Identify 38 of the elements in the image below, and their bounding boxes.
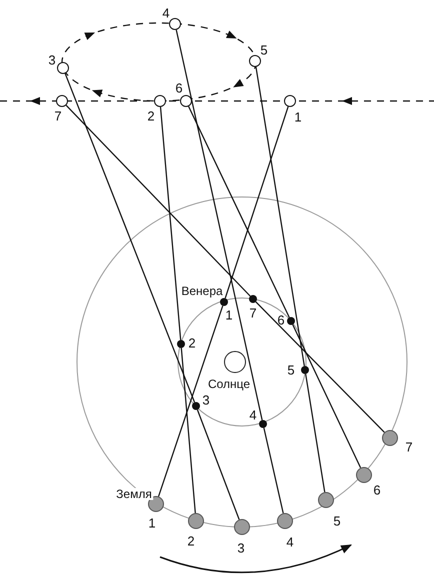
sight-line (158, 306, 224, 497)
position-number: 2 (188, 336, 196, 350)
position-number: 4 (249, 408, 257, 422)
position-number: 5 (287, 364, 295, 376)
position-number: 1 (148, 516, 156, 530)
position-number: 7 (249, 306, 257, 320)
position-number: 4 (162, 6, 170, 20)
sight-line (292, 324, 362, 468)
sight-line (305, 374, 326, 492)
sight-line (255, 66, 305, 366)
sight-line (188, 106, 290, 318)
position-number: 5 (260, 44, 268, 56)
position-number: 6 (175, 82, 183, 94)
position-number: 3 (48, 54, 56, 66)
sight-line (224, 106, 289, 298)
sight-line (180, 348, 196, 514)
sight-line (64, 73, 196, 402)
position-number: 2 (147, 110, 155, 122)
position-number: 1 (294, 110, 302, 124)
position-number: 4 (286, 536, 294, 548)
position-number: 6 (373, 484, 381, 496)
position-number: 1 (225, 308, 233, 322)
sight-line (255, 301, 385, 433)
sight-line (176, 30, 263, 420)
sight-line (263, 428, 284, 514)
position-number: 7 (54, 110, 62, 122)
sight-line (196, 410, 240, 520)
body-label: Венера (180, 285, 224, 297)
position-number: 3 (202, 394, 210, 406)
position-number: 7 (405, 440, 413, 454)
body-label: Земля (115, 488, 153, 500)
position-number: 5 (333, 514, 341, 528)
position-number: 3 (237, 542, 245, 554)
position-number: 2 (187, 534, 195, 548)
sight-line (66, 104, 251, 297)
body-label: Солнце (206, 378, 252, 390)
position-number: 6 (277, 314, 285, 326)
sight-line (160, 106, 182, 340)
